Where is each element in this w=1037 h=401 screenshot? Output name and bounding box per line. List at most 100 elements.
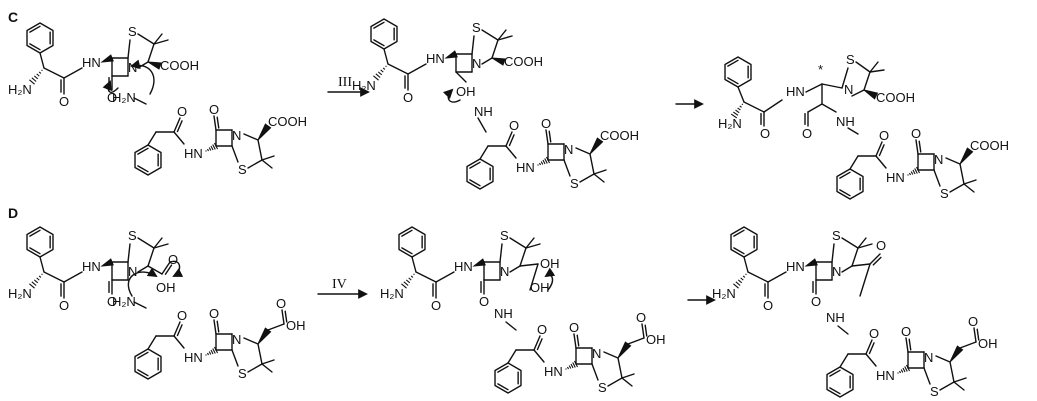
atom-s: S	[832, 228, 841, 243]
atom-hn: HN	[786, 259, 805, 274]
atom-n: N	[832, 264, 841, 279]
stereocenter-marker: *	[818, 62, 823, 77]
reaction-arrow-iii: III	[327, 75, 370, 97]
atom-s: S	[500, 228, 509, 243]
atom-hn: HN	[544, 364, 563, 379]
atom-n: N	[232, 128, 241, 143]
atom-n: N	[924, 350, 933, 365]
atom-hn: HN	[454, 259, 473, 274]
atom-o: O	[763, 298, 773, 313]
atom-s: S	[846, 52, 855, 67]
section-d: DH₂NOHNONSOOHH₂NOHNONSOOHIVH₂NOHNONSOHOH…	[8, 205, 998, 399]
atom-o: O	[569, 320, 579, 335]
atom-hn: HN	[876, 368, 895, 383]
atom-s: S	[238, 366, 247, 381]
atom-o: O	[403, 90, 413, 105]
atom-h2n: H₂N	[112, 294, 136, 309]
atom-o: O	[59, 94, 69, 109]
atom-o: O	[59, 298, 69, 313]
atom-s: S	[598, 380, 607, 395]
atom-o: O	[879, 128, 889, 143]
atom-h2n: H₂N	[352, 78, 376, 93]
atom-o: O	[760, 126, 770, 141]
section-label-d: D	[8, 205, 18, 221]
atom-s: S	[128, 24, 137, 39]
atom-o: O	[901, 324, 911, 339]
atom-h2n: H₂N	[380, 286, 404, 301]
atom-s: S	[940, 186, 949, 201]
reaction-arrow-iv: IV	[317, 277, 368, 299]
atom-oh: OH	[456, 84, 476, 99]
step-label-iv: IV	[332, 277, 347, 292]
atom-oh: OH	[540, 256, 560, 271]
atom-n: N	[844, 82, 853, 97]
atom-hn: HN	[184, 146, 203, 161]
atom-oh: OH	[978, 336, 998, 351]
atom-o: O	[209, 102, 219, 117]
atom-hn: HN	[82, 259, 101, 274]
atom-o: O	[541, 116, 551, 131]
step-label-iii: III	[338, 75, 352, 90]
atom-hn: HN	[786, 84, 805, 99]
atom-cooh: COOH	[876, 90, 915, 105]
atom-o: O	[811, 294, 821, 309]
atom-oh: OH	[530, 280, 550, 295]
atom-hn: HN	[82, 55, 101, 70]
atom-oh: OH	[286, 318, 306, 333]
atom-n: N	[128, 60, 137, 75]
atom-o: O	[911, 126, 921, 141]
atom-h2n: H₂N	[8, 82, 32, 97]
atom-o: O	[107, 90, 117, 105]
atom-o: O	[876, 238, 886, 253]
atom-nh: NH	[494, 306, 513, 321]
atom-hn: HN	[516, 160, 535, 175]
atom-o: O	[509, 118, 519, 133]
atom-s: S	[238, 162, 247, 177]
atom-n: N	[128, 264, 137, 279]
atom-o: O	[107, 294, 117, 309]
atom-n: N	[500, 264, 509, 279]
atom-cooh: COOH	[600, 128, 639, 143]
atom-s: S	[128, 228, 137, 243]
atom-n: N	[564, 142, 573, 157]
atom-oh: OH	[156, 280, 176, 295]
atom-hn: HN	[426, 51, 445, 66]
atom-o: O	[968, 314, 978, 329]
atom-o: O	[168, 252, 178, 267]
atom-n: N	[472, 56, 481, 71]
atom-o: O	[802, 126, 812, 141]
atom-hn: HN	[184, 350, 203, 365]
atom-nh: NH	[826, 310, 845, 325]
atom-o: O	[276, 296, 286, 311]
atom-o: O	[209, 306, 219, 321]
atom-o: O	[869, 326, 879, 341]
atom-h2n: H₂N	[718, 116, 742, 131]
atom-cooh: COOH	[160, 58, 199, 73]
atom-o: O	[636, 310, 646, 325]
atom-cooh: COOH	[970, 138, 1009, 153]
atom-oh: OH	[646, 332, 666, 347]
atom-o: O	[479, 294, 489, 309]
atom-nh: NH	[474, 104, 493, 119]
atom-h2n: H₂N	[112, 90, 136, 105]
atom-cooh: COOH	[268, 114, 307, 129]
atom-o: O	[177, 104, 187, 119]
atom-s: S	[570, 176, 579, 191]
atom-hn: HN	[886, 170, 905, 185]
atom-h2n: H₂N	[712, 286, 736, 301]
atom-n: N	[934, 152, 943, 167]
atom-n: N	[232, 332, 241, 347]
atom-o: O	[431, 298, 441, 313]
atom-cooh: COOH	[504, 54, 543, 69]
atom-h2n: H₂N	[8, 286, 32, 301]
atom-nh: NH	[836, 114, 855, 129]
atom-n: N	[592, 346, 601, 361]
atom-s: S	[930, 384, 939, 399]
